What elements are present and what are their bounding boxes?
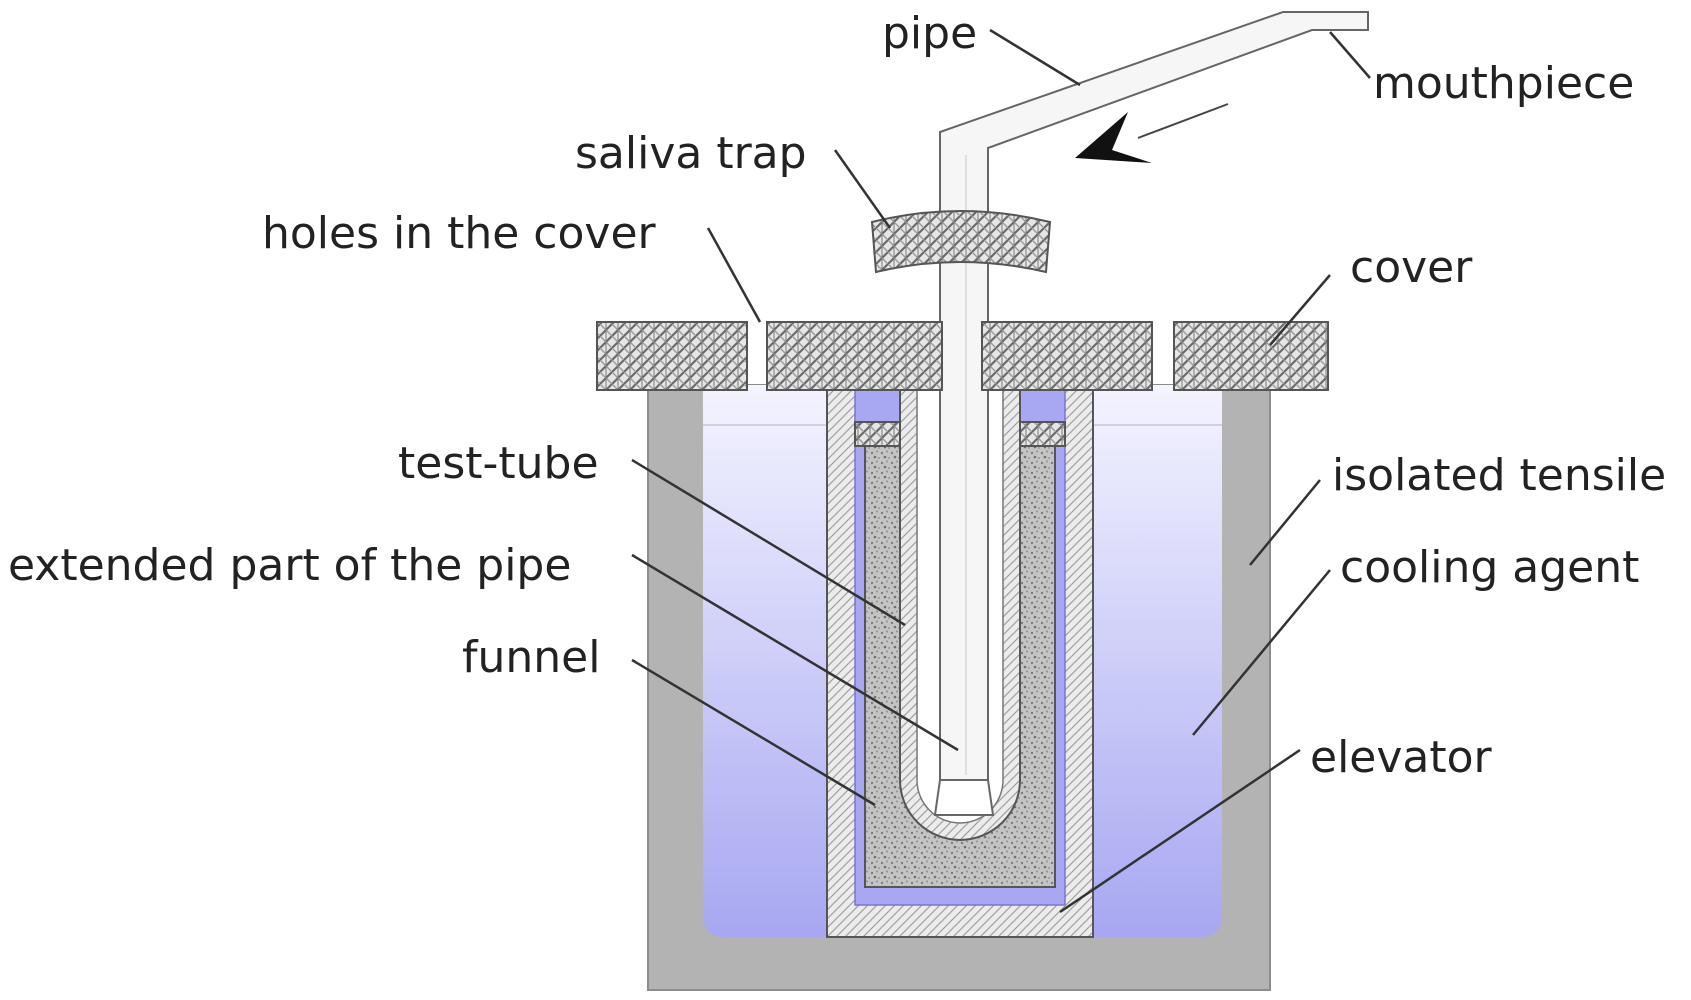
label-pipe: pipe <box>882 8 977 59</box>
label-test-tube: test-tube <box>398 438 599 489</box>
extended-pipe-end <box>933 779 995 816</box>
label-isolated-tensile: isolated tensile <box>1332 450 1666 501</box>
saliva-trap <box>870 210 1052 274</box>
label-cover: cover <box>1350 242 1473 293</box>
label-saliva-trap: saliva trap <box>575 128 807 179</box>
label-extended-part-of-the-pipe: extended part of the pipe <box>8 540 571 591</box>
label-mouthpiece: mouthpiece <box>1373 58 1634 109</box>
label-cooling-agent: cooling agent <box>1340 542 1639 593</box>
label-holes-in-the-cover: holes in the cover <box>262 208 657 259</box>
leader-lines <box>631 28 1371 914</box>
labels: pipe mouthpiece saliva trap holes in the… <box>8 8 1666 783</box>
label-elevator: elevator <box>1310 732 1493 783</box>
arrowhead-icon <box>1075 103 1229 163</box>
label-funnel: funnel <box>462 632 600 683</box>
cover <box>596 321 1329 391</box>
